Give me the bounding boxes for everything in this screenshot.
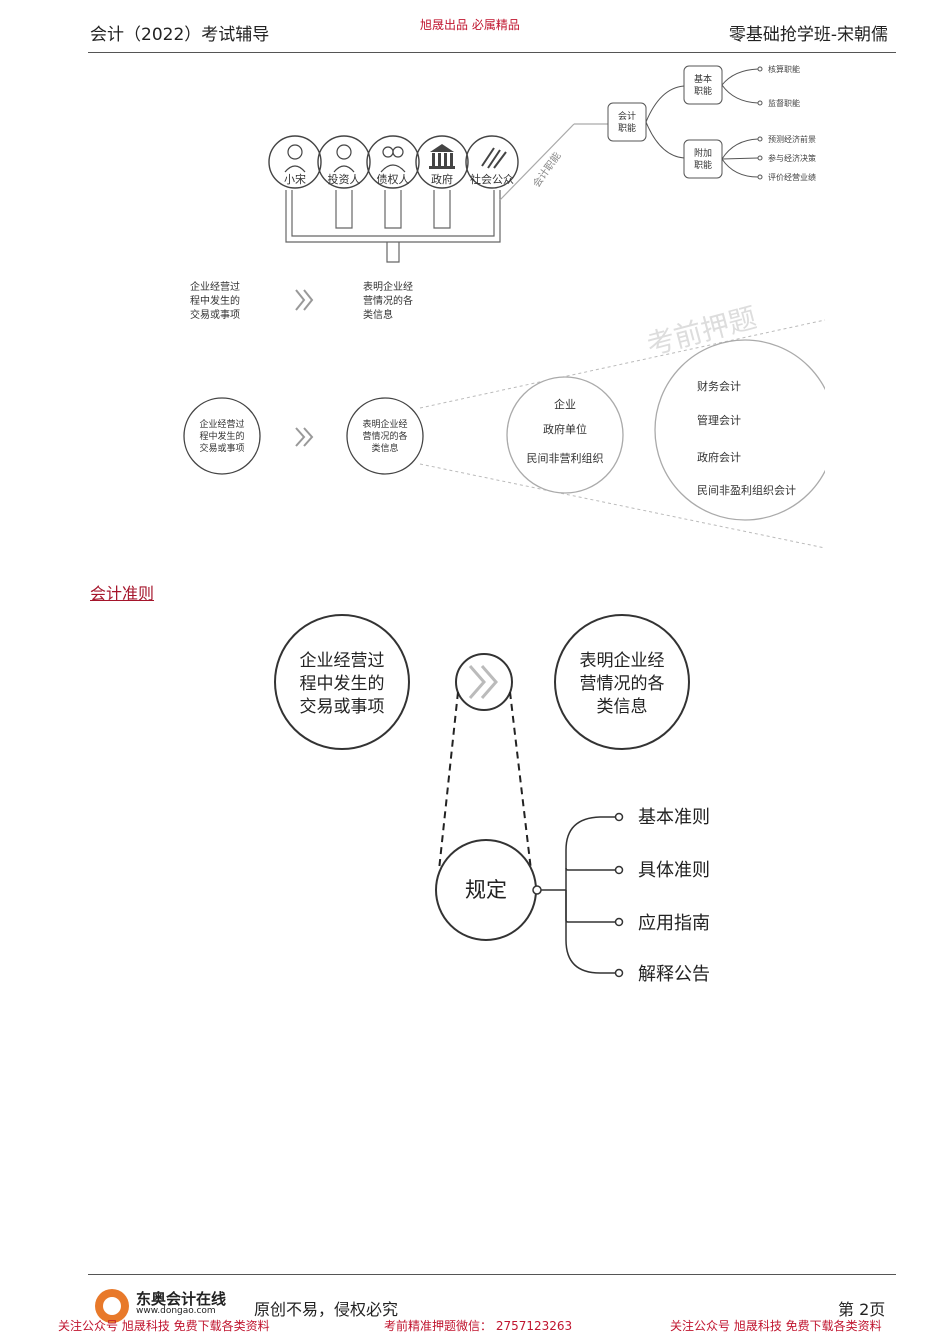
header-left-title: 会计（2022）考试辅导	[90, 25, 270, 45]
standards-right-text: 表明企业经营情况的各类信息	[580, 651, 665, 717]
chevron-right-icon	[295, 289, 314, 311]
person-icon	[287, 144, 303, 160]
government-building-icon	[429, 144, 455, 169]
person-label-4: 社会公众	[470, 172, 514, 186]
flow-detail-left: 企业经营过程中发生的交易或事项	[199, 418, 244, 454]
person-label-2: 债权人	[377, 172, 410, 186]
extra-item-0: 预测经济前景	[768, 134, 816, 144]
chevron-right-icon	[295, 427, 314, 447]
basic-node: 基本职能	[694, 73, 712, 97]
investor-icon	[336, 144, 352, 160]
accounting-standards-diagram: 企业经营过程中发生的交易或事项 表明企业经营情况的各类信息 规定 基本准则 具体…	[274, 614, 710, 985]
header-right-title: 零基础抢学班-宋朝儒	[728, 25, 888, 45]
basic-item-1: 监督职能	[768, 98, 800, 108]
acct-type-0: 财务会计	[697, 379, 741, 393]
standard-item-2: 应用指南	[638, 913, 710, 934]
basic-item-0: 核算职能	[768, 64, 800, 74]
promo-right: 关注公众号 旭晟科技 免费下载各类资料	[670, 1319, 882, 1333]
standard-item-0: 基本准则	[638, 807, 710, 828]
footer-slogan: 原创不易，侵权必究	[254, 1300, 399, 1319]
standards-center-text: 规定	[465, 878, 507, 902]
standard-item-3: 解释公告	[638, 964, 710, 985]
header-center-slogan: 旭晟出品 必属精品	[420, 18, 520, 32]
standard-item-1: 具体准则	[638, 860, 710, 881]
dongao-logo-icon	[95, 1289, 129, 1323]
extra-node: 附加职能	[694, 147, 712, 171]
extra-item-2: 评价经营业绩	[768, 172, 816, 182]
flow-small-left: 企业经营过程中发生的交易或事项	[190, 280, 240, 321]
extra-item-1: 参与经济决策	[768, 153, 816, 163]
person-label-3: 政府	[431, 172, 453, 186]
promo-left: 关注公众号 旭晟科技 免费下载各类资料	[58, 1319, 270, 1333]
flow-detail-middle: 表明企业经营情况的各类信息	[362, 418, 407, 454]
person-label-1: 投资人	[328, 172, 361, 186]
entity-1: 政府单位	[543, 422, 587, 436]
flow-small-right: 表明企业经营情况的各类信息	[363, 280, 413, 321]
acct-type-3: 民间非盈利组织会计	[697, 483, 796, 497]
creditor-icon	[382, 146, 394, 158]
diagonal-label: 会计职能	[530, 149, 564, 189]
header-divider	[88, 52, 896, 53]
chevron-right-icon	[468, 665, 498, 699]
logo-url: www.dongao.com	[136, 1306, 216, 1316]
acct-type-2: 政府会计	[697, 450, 741, 464]
accounting-function-diagram: 小宋 投资人 债权人 政府 社会公众 会计职能 会计职能 基本职能 附加职能	[183, 64, 845, 550]
root-node: 会计职能	[618, 110, 636, 134]
promo-center: 考前精准押题微信： 2757123263	[384, 1319, 573, 1333]
public-crowd-icon	[481, 147, 507, 169]
standards-left-text: 企业经营过程中发生的交易或事项	[300, 651, 385, 717]
entity-2: 民间非营利组织	[527, 451, 604, 465]
logo-name: 东奥会计在线	[136, 1290, 227, 1308]
footer-divider	[88, 1274, 896, 1275]
section-title-accounting-standards[interactable]: 会计准则	[90, 584, 155, 603]
person-label-0: 小宋	[284, 172, 306, 186]
acct-type-1: 管理会计	[697, 413, 741, 427]
page-number: 第 2页	[838, 1300, 886, 1319]
entity-0: 企业	[554, 397, 576, 411]
